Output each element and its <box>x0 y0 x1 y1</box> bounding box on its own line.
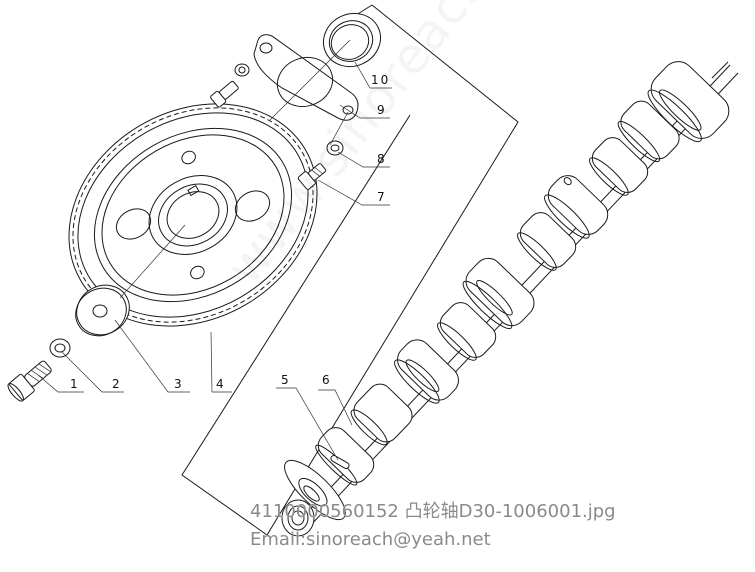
plate-bolt-upper-icon <box>210 63 250 108</box>
camshaft-nose-icon <box>281 499 315 537</box>
filename-caption: 4110000560152 凸轮轴D30-1006001.jpg <box>250 501 616 522</box>
callout-10: 10 <box>371 73 391 87</box>
email-caption: Email:sinoreach@yeah.net <box>250 529 491 550</box>
callout-1: 1 <box>70 377 78 391</box>
washer-icon <box>326 140 344 156</box>
callout-4: 4 <box>216 377 224 391</box>
callout-9: 9 <box>377 103 385 117</box>
lock-washer-icon <box>49 338 71 358</box>
callout-7: 7 <box>377 190 385 204</box>
leader-lines <box>37 39 392 461</box>
camshaft-icon <box>284 61 739 529</box>
callout-8: 8 <box>377 152 385 166</box>
callout-6: 6 <box>322 373 330 387</box>
callout-3: 3 <box>174 377 182 391</box>
thrust-washer-icon <box>75 284 130 337</box>
seal-ring-icon <box>323 12 381 68</box>
callout-5: 5 <box>281 373 289 387</box>
plate-bolt-icon <box>297 163 327 190</box>
callout-2: 2 <box>112 377 120 391</box>
camshaft-gear-icon <box>68 103 318 327</box>
woodruff-key-icon <box>330 455 350 469</box>
thrust-plate-icon <box>253 34 359 121</box>
gear-bolt-icon <box>7 360 52 402</box>
